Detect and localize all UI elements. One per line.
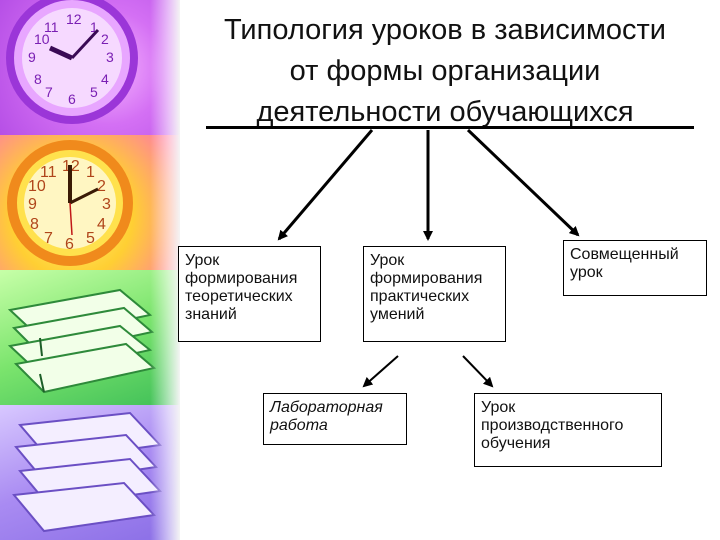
arrow-to-lab	[362, 355, 399, 388]
node-text-line: практических	[370, 288, 470, 305]
node-combined-lesson: Совмещенный урок	[563, 240, 707, 296]
svg-text:10: 10	[34, 31, 50, 47]
svg-text:5: 5	[86, 230, 95, 247]
svg-text:11: 11	[40, 164, 57, 181]
node-text-line: знаний	[185, 306, 237, 323]
svg-text:8: 8	[34, 71, 42, 87]
svg-text:9: 9	[28, 196, 37, 213]
node-industrial-training: Урок производственного обучения	[474, 393, 662, 467]
strip-fade	[150, 0, 180, 540]
svg-text:3: 3	[106, 49, 114, 65]
title-underline	[206, 126, 694, 129]
node-text-line: умений	[370, 306, 425, 323]
svg-text:6: 6	[65, 236, 74, 253]
node-theory-lesson: Урок формирования теоретических знаний	[178, 246, 321, 342]
svg-text:2: 2	[101, 31, 109, 47]
svg-text:10: 10	[28, 178, 46, 195]
node-text-line: Совмещенный	[570, 246, 679, 263]
svg-text:1: 1	[86, 164, 95, 181]
arrow-to-theory	[277, 129, 374, 241]
node-text-line: формирования	[370, 270, 483, 287]
node-text-line: Лабораторная	[270, 399, 383, 416]
svg-text:9: 9	[28, 49, 36, 65]
node-lab-work: Лабораторная работа	[263, 393, 407, 445]
svg-text:7: 7	[45, 84, 53, 100]
books-icon	[7, 288, 157, 394]
node-text-line: Урок	[370, 252, 405, 269]
svg-text:4: 4	[101, 71, 109, 87]
node-text-line: Урок	[185, 252, 220, 269]
svg-text:1: 1	[90, 19, 98, 35]
svg-text:3: 3	[102, 196, 111, 213]
node-text-line: формирования	[185, 270, 298, 287]
node-text-line: Урок	[481, 399, 516, 416]
title-line-3: деятельности обучающихся	[256, 96, 634, 128]
arrow-to-industrial	[462, 355, 494, 388]
page-title: Типология уроков в зависимости от формы …	[190, 10, 700, 133]
node-text-line: урок	[570, 264, 603, 281]
svg-text:11: 11	[44, 19, 59, 35]
title-line-2: от формы организации	[289, 55, 601, 87]
node-text-line: производственного	[481, 417, 624, 434]
node-text-line: теоретических	[185, 288, 293, 305]
title-line-1: Типология уроков в зависимости	[223, 14, 667, 46]
svg-text:6: 6	[68, 91, 76, 107]
svg-text:12: 12	[66, 11, 82, 27]
svg-text:8: 8	[30, 216, 39, 233]
papers-icon	[12, 411, 163, 533]
svg-text:2: 2	[97, 178, 106, 195]
svg-text:4: 4	[97, 216, 106, 233]
arrow-to-combined	[466, 128, 580, 237]
svg-text:7: 7	[44, 230, 53, 247]
node-text-line: работа	[270, 417, 328, 434]
node-practice-lesson: Урок формирования практических умений	[363, 246, 506, 342]
lavender-papers-panel	[0, 405, 180, 540]
svg-text:5: 5	[90, 84, 98, 100]
node-text-line: обучения	[481, 435, 551, 452]
